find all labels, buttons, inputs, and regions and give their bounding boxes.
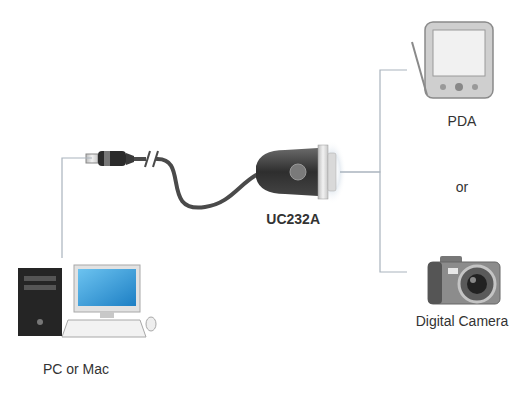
pc-icon bbox=[18, 265, 156, 337]
node-label: UC232A bbox=[266, 210, 320, 228]
connector-line bbox=[62, 158, 92, 258]
usb-plug bbox=[86, 151, 134, 166]
camera-node: Digital Camera bbox=[407, 250, 517, 330]
computer-node: PC or Mac bbox=[10, 258, 162, 378]
node-label: PDA bbox=[448, 112, 477, 130]
connector-word: or bbox=[407, 178, 517, 196]
node-label: Digital Camera bbox=[416, 312, 509, 330]
node-label: PC or Mac bbox=[43, 360, 109, 378]
pda-icon bbox=[412, 22, 493, 98]
adapter-node: UC232A bbox=[92, 140, 340, 228]
connector-line bbox=[340, 172, 407, 272]
camera-icon bbox=[428, 256, 500, 304]
pda-node: PDA bbox=[407, 15, 517, 130]
cable bbox=[134, 151, 260, 208]
connector-line bbox=[340, 70, 407, 172]
usb-serial-adapter bbox=[256, 140, 346, 204]
